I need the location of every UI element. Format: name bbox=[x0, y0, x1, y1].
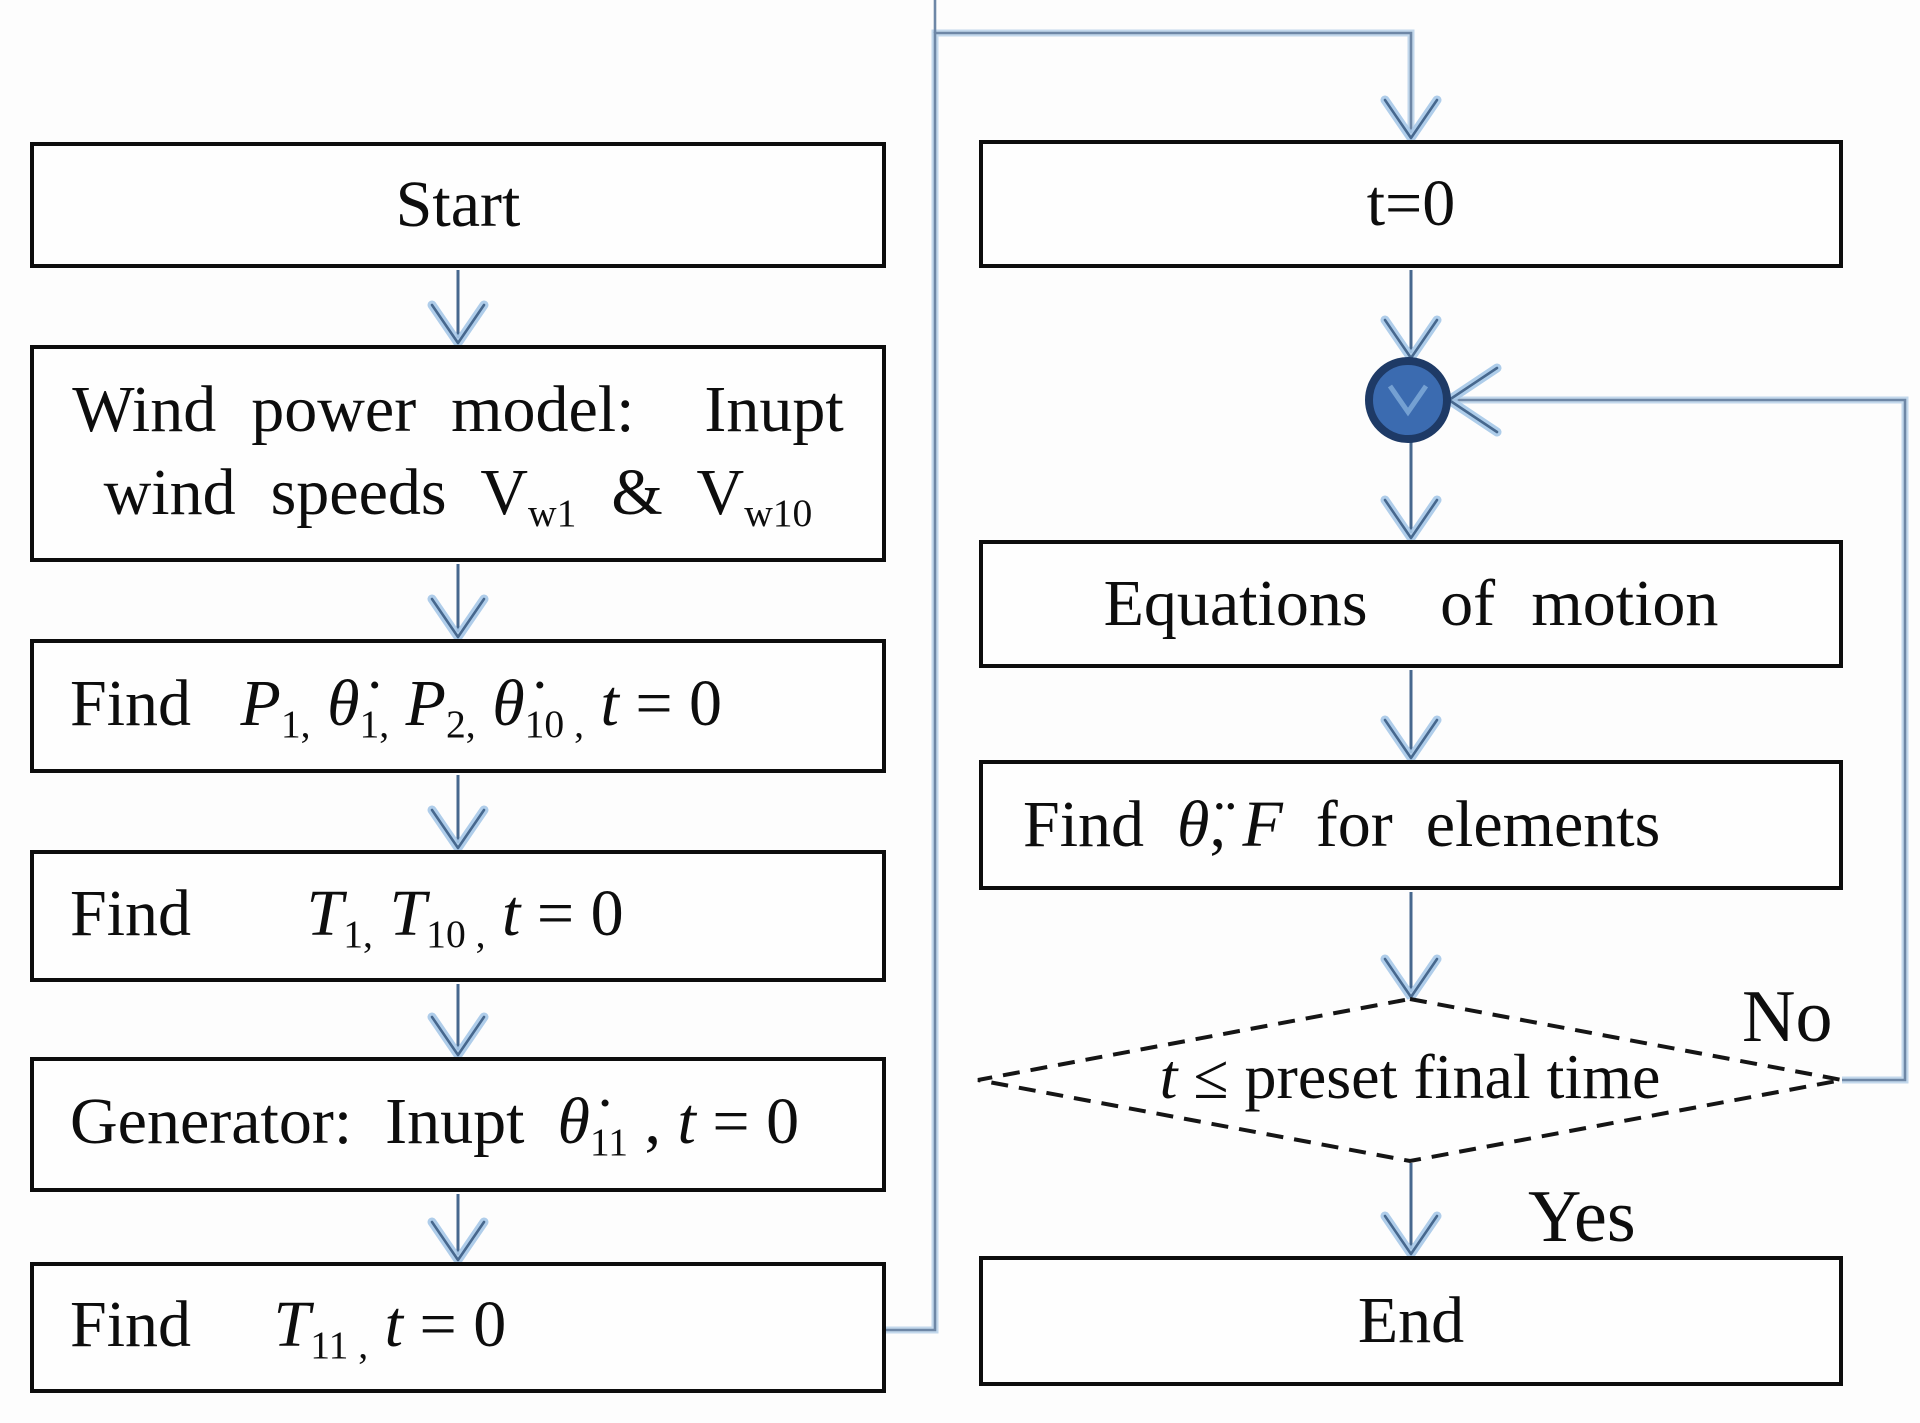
find-t-label: Find T1, T10 , t = 0 bbox=[70, 876, 624, 956]
decision-label: t ≤ preset final time bbox=[1159, 1041, 1661, 1112]
start-label: Start bbox=[395, 167, 521, 241]
find-theta-box: Find θ̈, F for elements bbox=[979, 760, 1843, 890]
start-box: Start bbox=[30, 142, 886, 268]
generator-box: Generator: Inupt θ̇11 , t = 0 bbox=[30, 1057, 886, 1192]
find-p-box: Find P1, θ̇1, P2, θ̇10 , t = 0 bbox=[30, 639, 886, 773]
t0-label: t=0 bbox=[1366, 166, 1456, 240]
decision-diamond bbox=[977, 996, 1843, 1164]
find-t-box: Find T1, T10 , t = 0 bbox=[30, 850, 886, 982]
end-box: End bbox=[979, 1256, 1843, 1386]
generator-label: Generator: Inupt θ̇11 , t = 0 bbox=[70, 1085, 800, 1165]
wind-model-box: Wind power model: Inupt wind speeds Vw1 … bbox=[30, 345, 886, 562]
t0-box: t=0 bbox=[979, 140, 1843, 268]
arrowheads bbox=[427, 95, 1502, 1265]
end-label: End bbox=[1357, 1283, 1465, 1357]
yes-branch-label: Yes bbox=[1528, 1176, 1636, 1258]
junction-circle-highlight bbox=[1387, 384, 1429, 417]
no-branch-label: No bbox=[1742, 976, 1833, 1058]
junction-circle bbox=[1365, 357, 1451, 443]
find-t11-box: Find T11 , t = 0 bbox=[30, 1262, 886, 1393]
wind-model-line2: wind speeds Vw1 & Vw10 bbox=[103, 455, 813, 535]
wind-model-line1: Wind power model: Inupt bbox=[72, 373, 844, 447]
find-theta-label: Find θ̈, F for elements bbox=[1023, 787, 1661, 861]
equations-box: Equations of motion bbox=[979, 540, 1843, 668]
find-p-label: Find P1, θ̇1, P2, θ̇10 , t = 0 bbox=[70, 666, 723, 746]
loop-back-line-core bbox=[1452, 398, 1907, 1082]
equations-label: Equations of motion bbox=[1103, 566, 1719, 640]
loop-back-line bbox=[1452, 396, 1909, 1084]
find-t11-label: Find T11 , t = 0 bbox=[70, 1288, 507, 1368]
